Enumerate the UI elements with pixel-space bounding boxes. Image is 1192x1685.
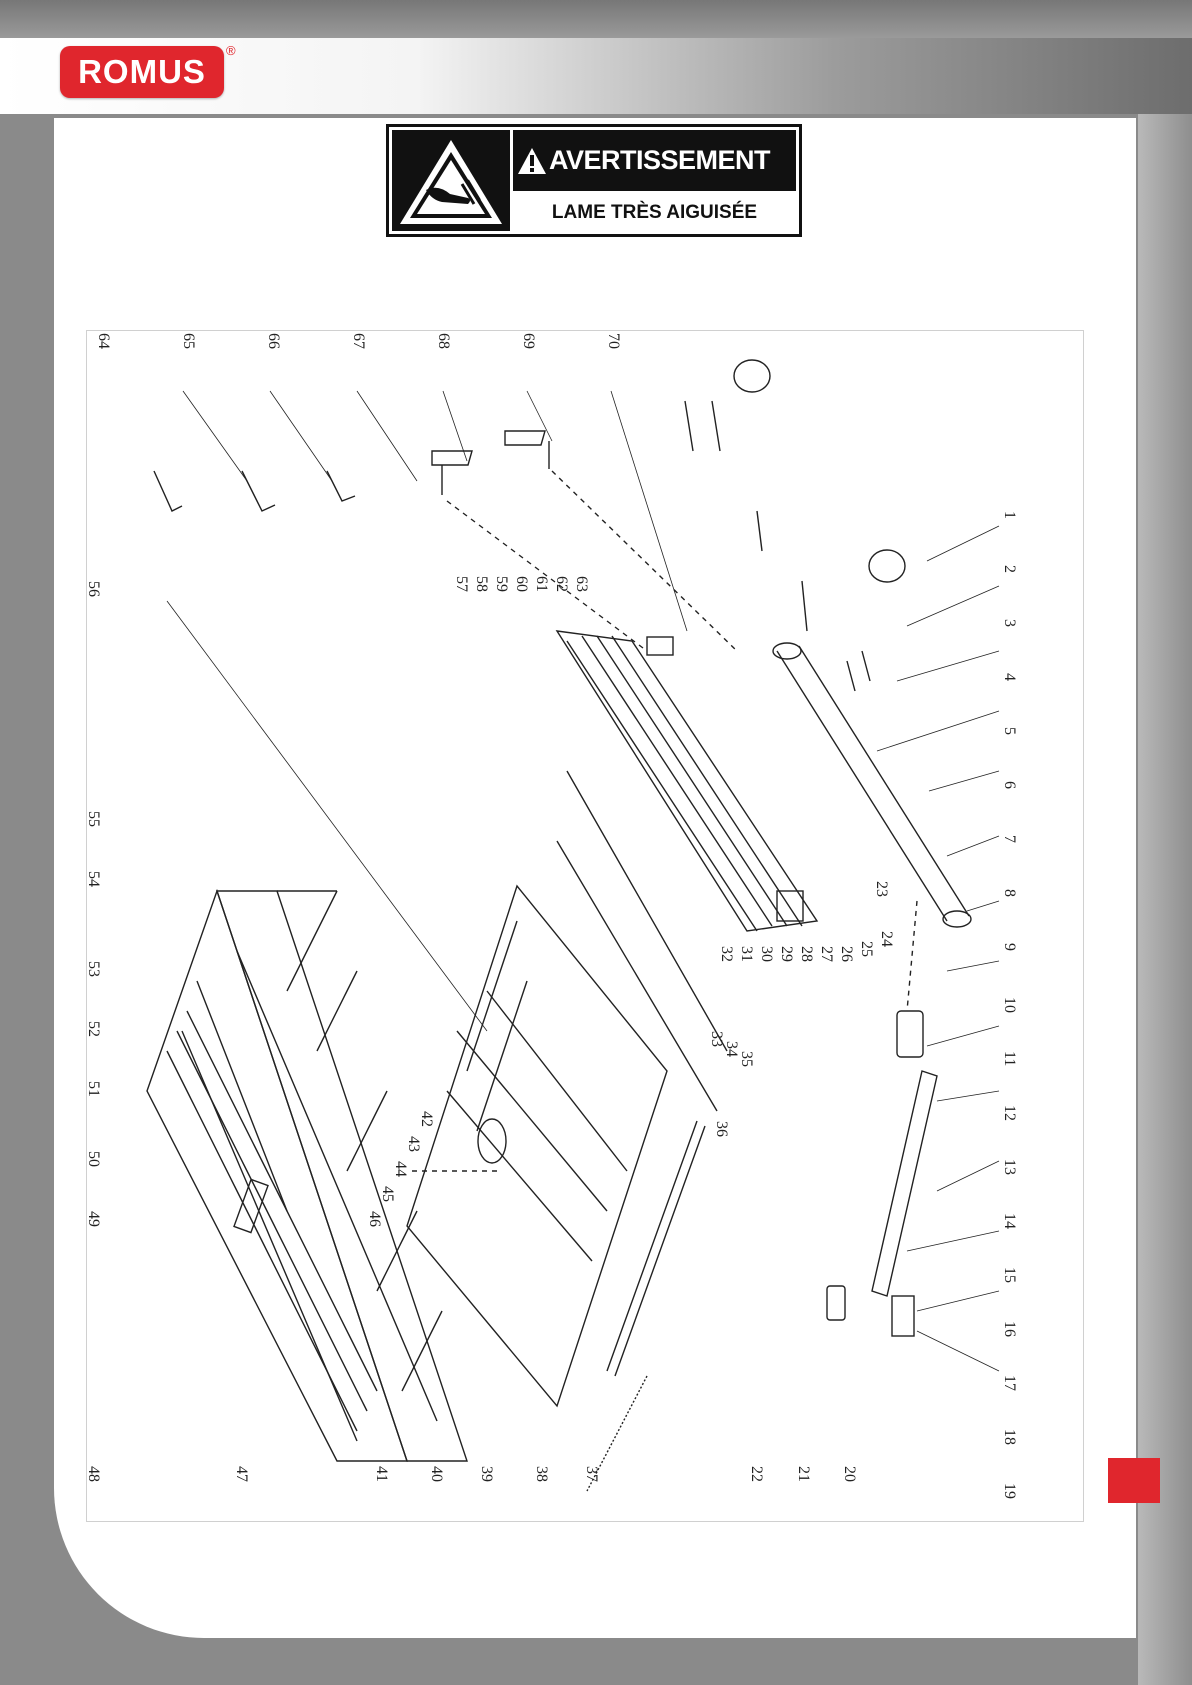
callout-41: 41	[373, 1466, 390, 1482]
callout-20: 20	[841, 1466, 858, 1482]
callout-26: 26	[838, 946, 855, 962]
callout-47: 47	[233, 1466, 250, 1482]
callout-11: 11	[1001, 1051, 1018, 1066]
warning-title: AVERTISSEMENT	[549, 145, 770, 176]
exclamation-triangle-icon	[517, 147, 547, 175]
hand-cut-warning-icon	[392, 130, 510, 231]
callout-39: 39	[478, 1466, 495, 1482]
callout-62: 62	[553, 576, 570, 592]
right-sidebar	[1138, 114, 1192, 1685]
parts-geometry	[147, 360, 971, 1491]
callout-4: 4	[1001, 673, 1018, 681]
callout-60: 60	[513, 576, 530, 592]
callout-24: 24	[878, 931, 895, 947]
warning-header: AVERTISSEMENT	[513, 130, 796, 191]
callout-14: 14	[1001, 1213, 1018, 1229]
top-band	[0, 0, 1192, 38]
callout-54: 54	[87, 871, 102, 887]
callout-48: 48	[87, 1466, 102, 1482]
callout-43: 43	[405, 1136, 422, 1152]
romus-logo: ROMUS	[60, 46, 224, 98]
callout-58: 58	[473, 576, 490, 592]
callout-49: 49	[87, 1211, 102, 1227]
callout-67: 67	[350, 333, 367, 349]
callout-65: 65	[180, 333, 197, 349]
callout-46: 46	[366, 1211, 383, 1227]
page-tab-marker	[1108, 1458, 1160, 1503]
callout-45: 45	[379, 1186, 396, 1202]
callout-8: 8	[1001, 889, 1018, 897]
warning-label: AVERTISSEMENT LAME TRÈS AIGUISÉE	[386, 124, 802, 237]
callout-53: 53	[87, 961, 102, 977]
callout-69: 69	[520, 333, 537, 349]
warning-subtitle: LAME TRÈS AIGUISÉE	[517, 195, 792, 231]
callout-18: 18	[1001, 1429, 1018, 1445]
callout-1: 1	[1001, 511, 1018, 519]
callout-64: 64	[95, 333, 112, 349]
callout-44: 44	[392, 1161, 409, 1177]
parts-drawing: 1234567891011121314151617181948474140393…	[87, 331, 1083, 1521]
callout-32: 32	[718, 946, 735, 962]
callout-16: 16	[1001, 1321, 1018, 1337]
callout-19: 19	[1001, 1483, 1018, 1499]
callout-5: 5	[1001, 727, 1018, 735]
callout-51: 51	[87, 1081, 102, 1097]
callout-9: 9	[1001, 943, 1018, 951]
callout-23: 23	[873, 881, 890, 897]
callout-36: 36	[713, 1121, 730, 1137]
callout-21: 21	[795, 1466, 812, 1482]
callout-33: 33	[708, 1031, 725, 1047]
callout-61: 61	[533, 576, 550, 592]
callout-25: 25	[858, 941, 875, 957]
callout-66: 66	[265, 333, 282, 349]
callout-57: 57	[453, 576, 470, 592]
callout-35: 35	[738, 1051, 755, 1067]
callout-2: 2	[1001, 565, 1018, 573]
callout-56: 56	[87, 581, 102, 597]
callout-37: 37	[583, 1466, 600, 1482]
callout-63: 63	[573, 576, 590, 592]
callout-55: 55	[87, 811, 102, 827]
callout-68: 68	[435, 333, 452, 349]
callout-52: 52	[87, 1021, 102, 1037]
callout-31: 31	[738, 946, 755, 962]
registered-mark: ®	[226, 43, 236, 58]
callout-10: 10	[1001, 997, 1018, 1013]
callout-12: 12	[1001, 1105, 1018, 1121]
callout-50: 50	[87, 1151, 102, 1167]
callout-7: 7	[1001, 835, 1018, 843]
callout-6: 6	[1001, 781, 1018, 789]
logo-text: ROMUS	[78, 53, 206, 91]
callout-59: 59	[493, 576, 510, 592]
callout-34: 34	[723, 1041, 740, 1057]
callout-29: 29	[778, 946, 795, 962]
callout-15: 15	[1001, 1267, 1018, 1283]
callout-42: 42	[418, 1111, 435, 1127]
callout-70: 70	[605, 333, 622, 349]
callout-40: 40	[428, 1466, 445, 1482]
callout-17: 17	[1001, 1375, 1018, 1391]
callout-38: 38	[533, 1466, 550, 1482]
callout-22: 22	[748, 1466, 765, 1482]
callout-13: 13	[1001, 1159, 1018, 1175]
callout-27: 27	[818, 946, 835, 962]
callout-30: 30	[758, 946, 775, 962]
callout-3: 3	[1001, 619, 1018, 627]
callout-28: 28	[798, 946, 815, 962]
